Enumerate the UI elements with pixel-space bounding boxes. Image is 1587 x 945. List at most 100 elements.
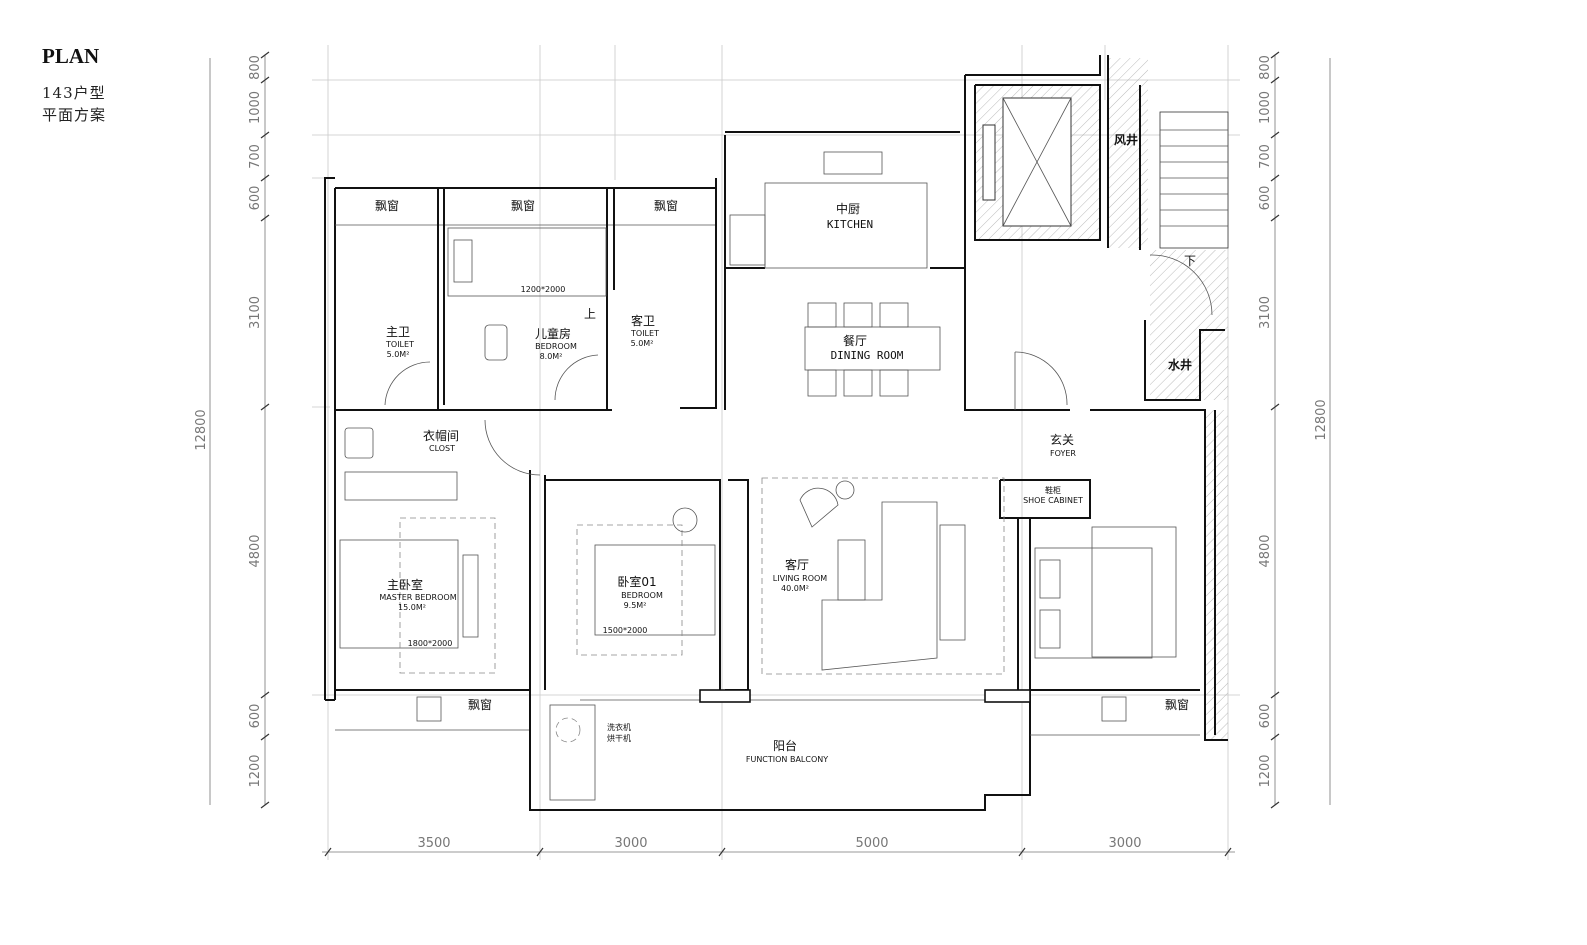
dim-label: 700 xyxy=(1258,144,1273,169)
dim-label: 600 xyxy=(248,186,263,211)
dim-label: 800 xyxy=(248,55,263,80)
bedroom01-area: 9.5M² xyxy=(624,601,647,610)
dim-label: 700 xyxy=(248,144,263,169)
dim-label: 1200 xyxy=(1258,754,1273,787)
room-labels: 飘窗 飘窗 飘窗 飘窗 飘窗 主卫 TOILET 5.0M² 儿童房 BEDRO… xyxy=(375,132,1196,764)
plan-title: PLAN xyxy=(42,44,100,68)
foyer-en: FOYER xyxy=(1050,449,1076,458)
dim-tick xyxy=(1270,691,1280,699)
dim-label: 600 xyxy=(248,704,263,729)
left-dimensions: 800 1000 700 600 3100 4800 600 1200 12800 xyxy=(194,51,270,809)
dim-tick xyxy=(1270,131,1280,139)
dim-tick xyxy=(1270,51,1280,59)
total-height-dim: 12800 xyxy=(1314,399,1329,440)
dim-label: 1200 xyxy=(248,754,263,787)
guest-toilet-area: 5.0M² xyxy=(631,339,654,348)
master-bed-size: 1800*2000 xyxy=(408,639,453,648)
wall-hatch xyxy=(1205,410,1228,740)
dim-tick xyxy=(260,403,270,411)
bay-window-label: 飘窗 xyxy=(654,199,678,213)
master-bedroom-en: MASTER BEDROOM xyxy=(379,593,456,602)
master-bedroom-cn: 主卧室 xyxy=(387,577,423,592)
dim-label: 3000 xyxy=(614,836,647,851)
dim-label: 4800 xyxy=(248,534,263,567)
kids-bedroom-area: 8.0M² xyxy=(540,352,563,361)
closet-en: CLOST xyxy=(429,444,455,453)
living-area: 40.0M² xyxy=(781,584,809,593)
armchair-icon xyxy=(484,324,508,361)
dining-cn: 餐厅 xyxy=(843,333,867,348)
dim-label: 600 xyxy=(1258,704,1273,729)
elevator-icon xyxy=(982,97,1072,227)
dining-en: DINING ROOM xyxy=(831,349,904,362)
air-shaft-label: 风井 xyxy=(1114,132,1138,147)
bay-window-label: 飘窗 xyxy=(511,199,535,213)
kids-bed-size: 1200*2000 xyxy=(521,285,566,294)
dim-label: 600 xyxy=(1258,186,1273,211)
master-toilet-en: TOILET xyxy=(385,340,414,349)
dim-label: 1000 xyxy=(1258,91,1273,124)
dim-tick xyxy=(536,847,544,857)
laundry-label-1: 洗衣机 xyxy=(607,722,631,732)
shoe-cabinet-en: SHOE CABINET xyxy=(1023,496,1083,505)
air-shaft-area xyxy=(1108,58,1148,248)
bay-window-label: 飘窗 xyxy=(468,698,492,712)
master-bedroom-area: 15.0M² xyxy=(398,603,426,612)
water-shaft-label: 水井 xyxy=(1168,357,1192,372)
living-en: LIVING ROOM xyxy=(773,574,828,583)
dim-label: 3500 xyxy=(417,836,450,851)
laundry-label-2: 烘干机 xyxy=(607,733,631,743)
master-toilet-cn: 主卫 xyxy=(386,325,410,339)
bedroom01-bed-size: 1500*2000 xyxy=(603,626,648,635)
walls xyxy=(324,55,1228,811)
dim-label: 4800 xyxy=(1258,534,1273,567)
living-cn: 客厅 xyxy=(785,557,809,572)
total-height-dim: 12800 xyxy=(194,409,209,450)
dim-label: 3100 xyxy=(1258,296,1273,329)
dim-tick xyxy=(1270,733,1280,741)
kitchen-cn: 中厨 xyxy=(836,201,860,216)
dim-tick xyxy=(1270,403,1280,411)
bedroom01-en: BEDROOM xyxy=(621,591,663,600)
dim-label: 5000 xyxy=(855,836,888,851)
kids-bedroom-en: BEDROOM xyxy=(535,342,577,351)
dim-tick xyxy=(260,174,270,182)
kids-bedroom-cn: 儿童房 xyxy=(535,326,571,341)
furniture xyxy=(339,151,1177,801)
dim-tick xyxy=(260,51,270,59)
bottom-dimensions: 3500 3000 5000 3000 xyxy=(322,836,1235,857)
closet-cn: 衣帽间 xyxy=(423,428,459,443)
dim-tick xyxy=(260,691,270,699)
bedroom01-cn: 卧室01 xyxy=(617,574,656,589)
dim-label: 1000 xyxy=(248,91,263,124)
dim-tick xyxy=(1224,847,1232,857)
dim-tick xyxy=(1270,76,1280,84)
dim-tick xyxy=(260,76,270,84)
kitchen-en: KITCHEN xyxy=(827,218,873,231)
stair-down-label: 下 xyxy=(1184,254,1196,268)
stair-landing xyxy=(1150,250,1228,400)
bay-window-label: 飘窗 xyxy=(375,199,399,213)
master-toilet-area: 5.0M² xyxy=(387,350,410,359)
dim-tick xyxy=(260,801,270,809)
dim-tick xyxy=(1270,174,1280,182)
plan-subtitle: 平面方案 xyxy=(42,106,107,124)
unit-type: 143户型 xyxy=(42,84,106,102)
dim-label: 3000 xyxy=(1108,836,1141,851)
bay-window-label: 飘窗 xyxy=(1165,698,1189,712)
dim-tick xyxy=(324,847,332,857)
stair-up-label: 上 xyxy=(584,307,596,321)
stairs xyxy=(1149,111,1229,316)
dim-tick xyxy=(260,733,270,741)
dim-tick xyxy=(1018,847,1026,857)
balcony-en: FUNCTION BALCONY xyxy=(746,755,828,764)
foyer-cn: 玄关 xyxy=(1050,432,1074,447)
dim-tick xyxy=(1270,214,1280,222)
dim-tick xyxy=(1270,801,1280,809)
dim-tick xyxy=(718,847,726,857)
dim-tick xyxy=(260,131,270,139)
balcony-cn: 阳台 xyxy=(773,738,797,753)
dim-label: 3100 xyxy=(248,296,263,329)
